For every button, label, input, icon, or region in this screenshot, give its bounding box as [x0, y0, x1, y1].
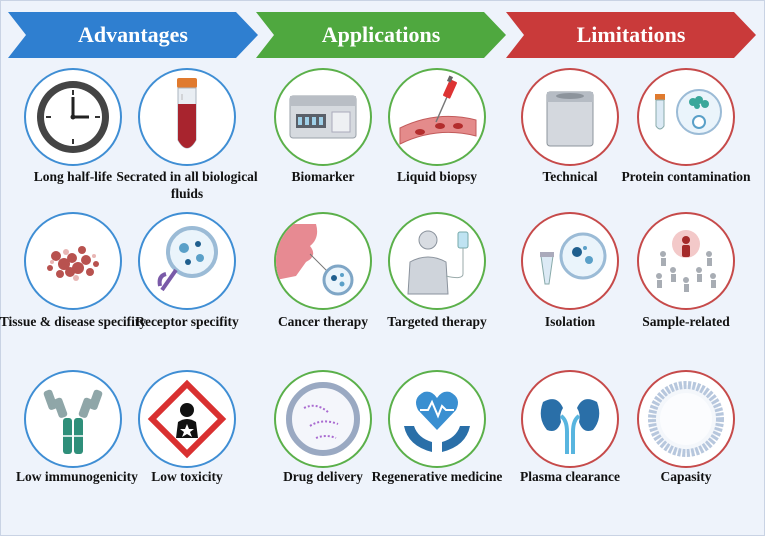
tumor-vesicle-icon	[274, 212, 372, 310]
banner-limitations-title: Limitations	[576, 22, 686, 47]
banner-limitations: Limitations	[506, 12, 756, 58]
banner-advantages: Advantages	[8, 12, 258, 58]
label-protein-contamination: Protein contamination	[621, 169, 751, 184]
label-cancer-therapy: Cancer therapy	[277, 314, 369, 329]
label-technical: Technical	[542, 169, 598, 184]
antibody-icon	[24, 370, 122, 468]
banner-advantages-title: Advantages	[77, 22, 188, 47]
label-tissue-disease-specifity: Tissue & disease specifity	[0, 314, 147, 329]
label-receptor-specifity: Receptor specifity	[135, 314, 239, 329]
kidneys-icon	[521, 370, 619, 468]
label-low-immunogenicity: Low immunogenicity	[16, 469, 138, 484]
centrifuge-icon	[521, 68, 619, 166]
label-secrated-in-all-biological-fluids: Secrated in all biological fluids	[116, 169, 258, 201]
label-isolation: Isolation	[544, 314, 596, 329]
tube-protein-icon	[637, 68, 735, 166]
label-sample-related: Sample-related	[642, 314, 730, 329]
banner-applications-title: Applications	[321, 22, 441, 47]
label-long-half-life: Long half-life	[33, 169, 113, 184]
label-plasma-clearance: Plasma clearance	[519, 469, 621, 484]
lab-instrument-icon	[274, 68, 372, 166]
label-biomarker: Biomarker	[291, 169, 355, 184]
label-liquid-biopsy: Liquid biopsy	[397, 169, 477, 184]
liposome-icon	[274, 370, 372, 468]
label-targeted-therapy: Targeted therapy	[387, 314, 487, 329]
magnifier-vesicle-icon	[138, 212, 236, 310]
heart-hands-icon	[388, 370, 486, 468]
blood-vessel-syringe-icon	[388, 68, 486, 166]
cell-cluster-icon	[24, 212, 122, 310]
test-tube-icon	[138, 68, 236, 166]
label-low-toxicity: Low toxicity	[151, 469, 223, 484]
vesicle-membrane-icon	[637, 370, 735, 468]
clock-icon	[24, 68, 122, 166]
banner-applications: Applications	[256, 12, 506, 58]
patient-iv-icon	[388, 212, 486, 310]
label-drug-delivery: Drug delivery	[283, 469, 363, 484]
label-capasity: Capasity	[660, 469, 712, 484]
health-hazard-icon	[138, 370, 236, 468]
population-icon	[637, 212, 735, 310]
label-regenerative-medicine: Regenerative medicine	[371, 469, 503, 484]
tube-vesicle-icon	[521, 212, 619, 310]
